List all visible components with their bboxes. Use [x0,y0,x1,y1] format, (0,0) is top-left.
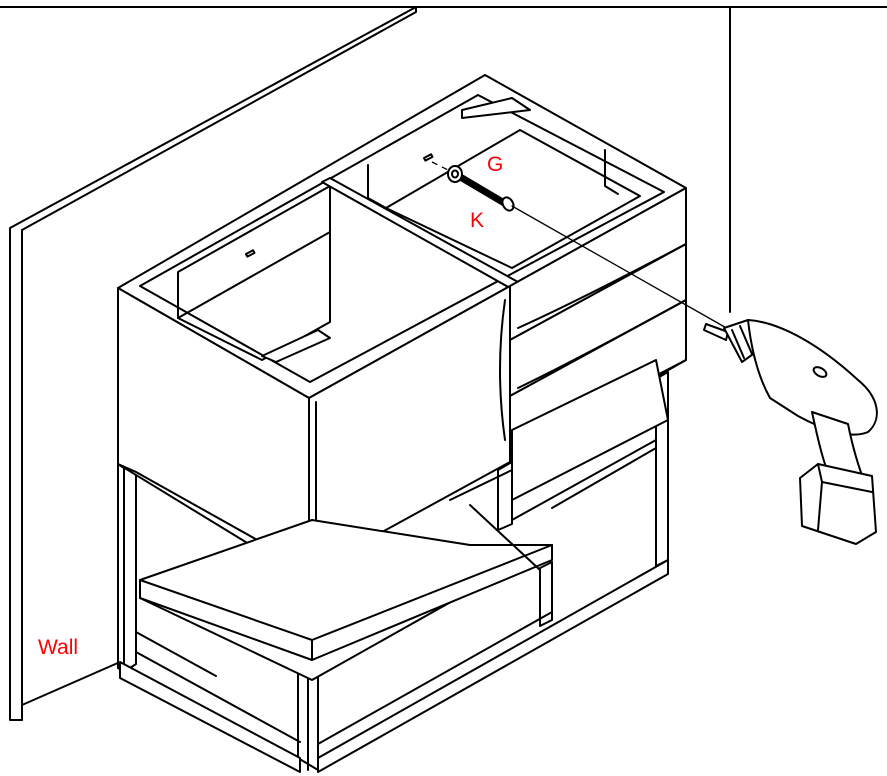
cabinet [117,74,687,573]
washer-icon [447,165,463,183]
drill-alignment-line [511,205,731,331]
screw-axis-line [431,161,451,172]
frame-stand [117,359,669,773]
wall [9,6,731,721]
screw-icon [458,174,515,212]
label-part-g: G [487,153,503,176]
label-part-k: K [470,209,484,232]
label-wall: Wall [38,636,78,659]
drill-icon [703,319,878,545]
